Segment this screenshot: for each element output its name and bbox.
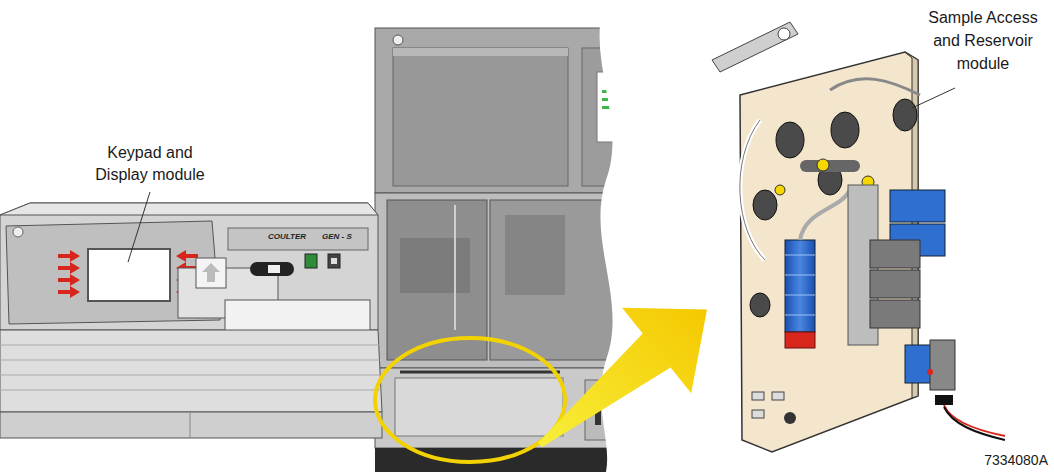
- callout-label: Keypad and Display module: [83, 142, 217, 186]
- zoom-arrow: [538, 308, 707, 448]
- leader-line: [912, 88, 955, 108]
- leader-line: [128, 192, 150, 262]
- highlight-circle: [375, 338, 565, 462]
- module-detail: [712, 22, 1005, 452]
- callout-label: Sample Access and Reservoir module: [916, 6, 1050, 75]
- arrow-keys: [58, 250, 198, 298]
- model-logo: GEN - S: [322, 232, 366, 242]
- cut-edge: [600, 0, 720, 472]
- figure-number: 7334080A: [950, 451, 1048, 469]
- brand-logo: COULTER: [268, 232, 320, 242]
- bench-unit: [0, 203, 382, 438]
